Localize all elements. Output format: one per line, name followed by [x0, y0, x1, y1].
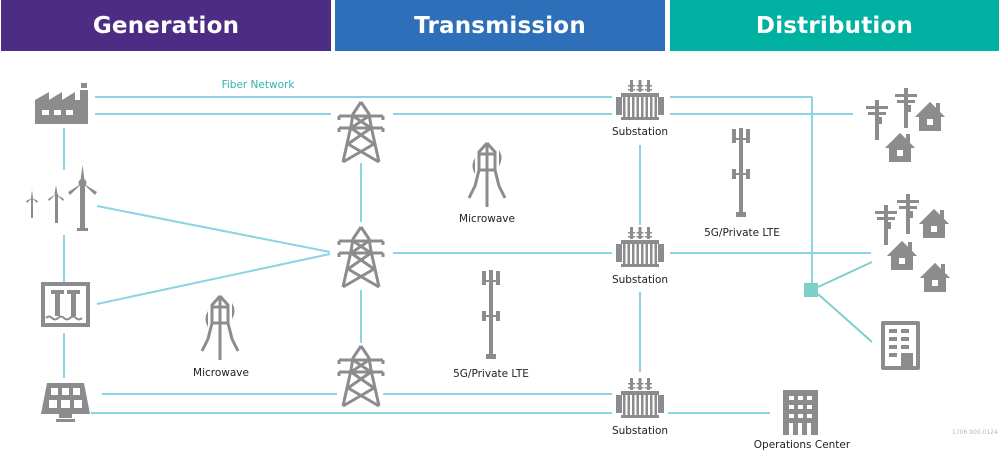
fiber-network-label: Fiber Network — [221, 79, 295, 91]
homes-cluster-icon — [866, 88, 945, 162]
junction-lines — [817, 261, 873, 343]
transmission-tower-icon — [337, 225, 385, 289]
fiber-lines — [63, 96, 871, 414]
office-building-icon — [881, 321, 920, 370]
substation-icon — [616, 378, 664, 418]
transmission-tower-icon — [337, 344, 385, 408]
figure-code: 1706.900.0124 — [952, 429, 998, 436]
operations-center-label: Operations Center — [753, 439, 851, 451]
substation-middle-label: Substation — [611, 274, 669, 286]
cell-tower-icon — [732, 128, 750, 217]
fiber-line-wind — [96, 205, 331, 253]
substation-icon — [616, 227, 664, 267]
cell-tower-icon — [482, 270, 500, 359]
header-transmission-label: Transmission — [414, 12, 586, 39]
fiber-line-hydro — [96, 253, 331, 305]
wind-turbines-icon — [26, 165, 97, 231]
junction-line-homes — [817, 261, 873, 288]
homes-cluster-icon — [875, 194, 950, 292]
hydro-dam-icon — [41, 282, 90, 327]
header-distribution: Distribution — [670, 0, 999, 51]
lte-transmission-label: 5G/Private LTE — [453, 368, 529, 380]
substation-icon — [616, 80, 664, 120]
header-generation: Generation — [1, 0, 331, 51]
header-generation-label: Generation — [92, 12, 240, 39]
junction-node-icon — [804, 283, 818, 297]
junction-line-building — [817, 293, 873, 343]
lte-distribution-label: 5G/Private LTE — [704, 227, 780, 239]
microwave-generation-label: Microwave — [193, 367, 249, 379]
header-transmission: Transmission — [335, 0, 665, 51]
microwave-transmission-label: Microwave — [459, 213, 515, 225]
transmission-tower-icon — [337, 100, 385, 164]
header-distribution-label: Distribution — [755, 12, 914, 39]
substation-bottom-label: Substation — [611, 425, 669, 437]
microwave-tower-icon — [200, 294, 240, 362]
operations-center-icon — [783, 390, 818, 435]
substation-top-label: Substation — [611, 126, 669, 138]
factory-icon — [35, 83, 88, 124]
microwave-tower-icon — [467, 141, 507, 209]
solar-panel-icon — [41, 383, 90, 422]
